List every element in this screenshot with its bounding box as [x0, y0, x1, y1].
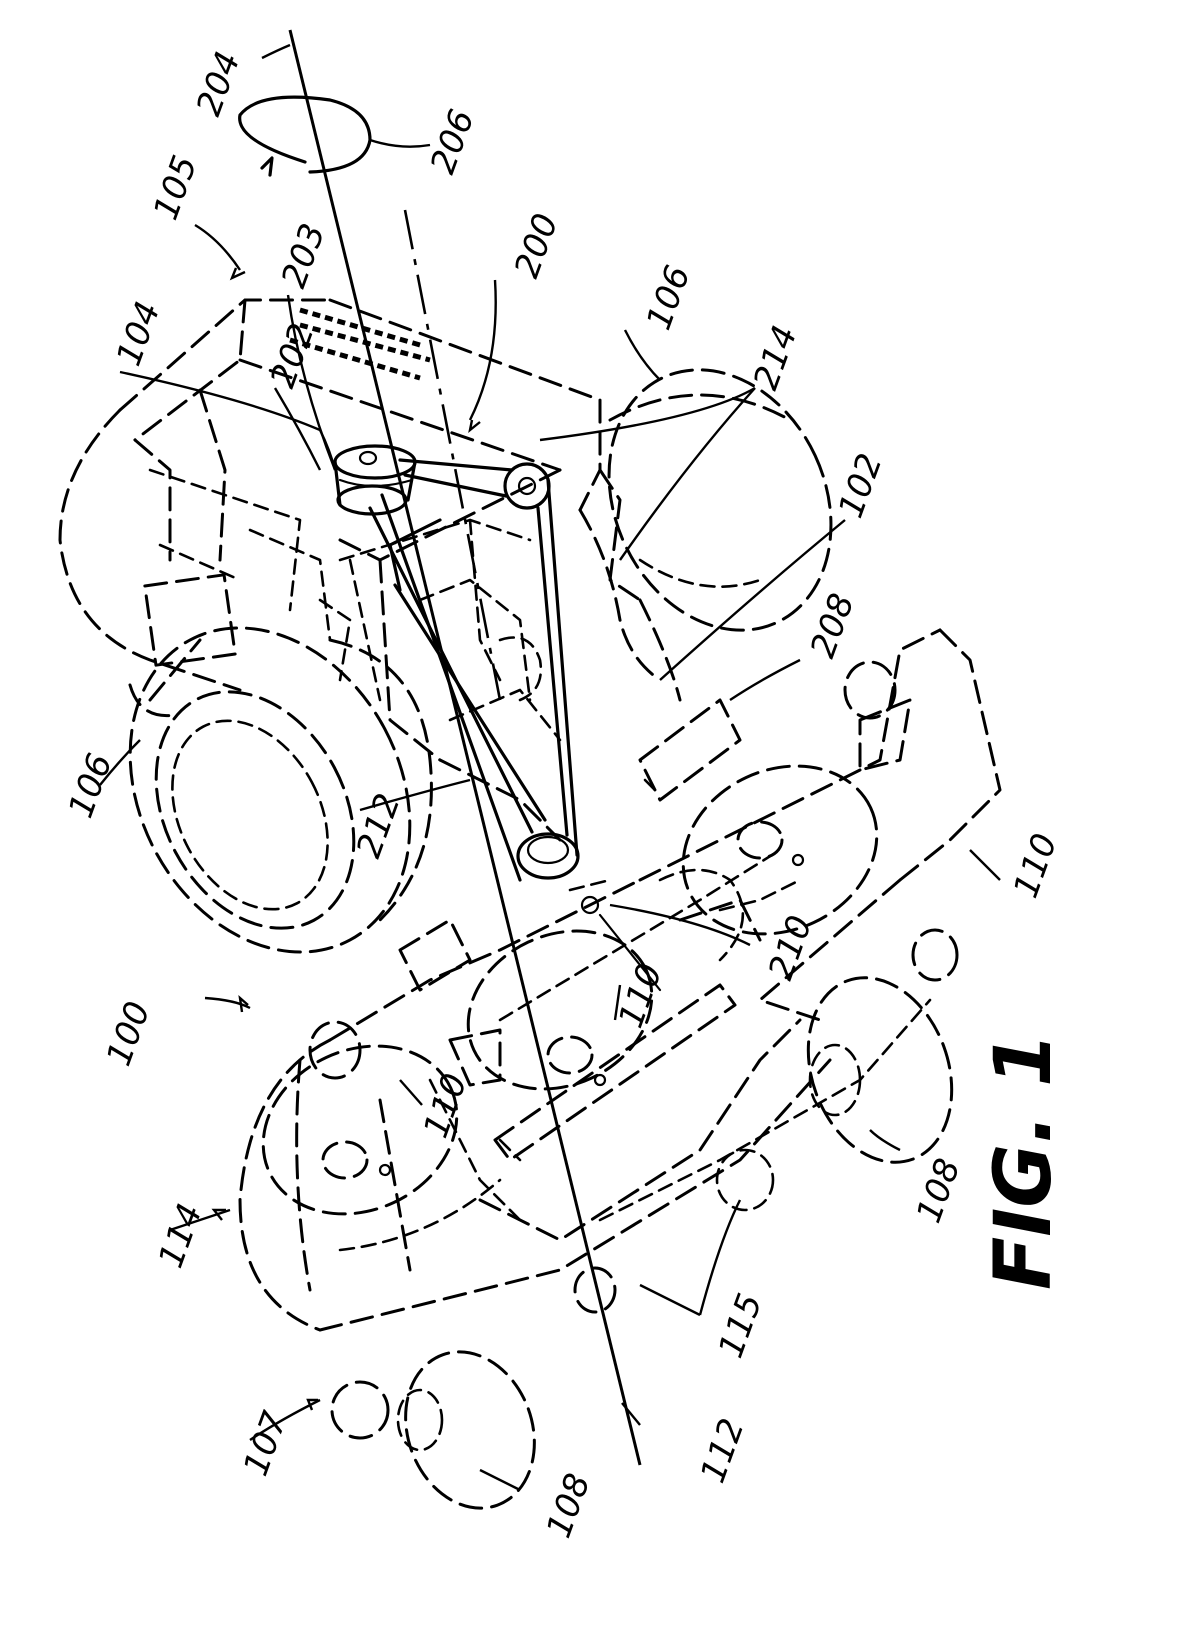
- label-110-left: 110: [416, 1068, 476, 1143]
- label-102: 102: [831, 448, 891, 523]
- figure-caption: FIG. 1: [979, 1033, 1069, 1290]
- label-107: 107: [236, 1406, 296, 1481]
- rear-wheel-left: [128, 626, 433, 954]
- centerline-200: [403, 209, 502, 701]
- axes: [288, 29, 642, 1466]
- axis-204-112: [288, 29, 642, 1466]
- label-200: 200: [507, 208, 567, 283]
- deck-bar: [493, 983, 737, 1162]
- rotation-arrow: [238, 95, 372, 177]
- label-115: 115: [711, 1288, 771, 1363]
- label-108-right: 108: [909, 1153, 969, 1228]
- leader-lines: [99, 43, 1001, 1492]
- label-100: 100: [99, 996, 159, 1071]
- front-wheel-right: [806, 976, 954, 1164]
- rear-wheel-right: [607, 368, 833, 632]
- label-204: 204: [189, 46, 249, 121]
- label-106-left: 106: [61, 748, 121, 823]
- pivot-bracket: [398, 878, 662, 1087]
- label-112: 112: [693, 1413, 753, 1488]
- label-202: 202: [263, 318, 323, 393]
- label-114: 114: [151, 1198, 211, 1273]
- label-110-middle: 110: [611, 958, 671, 1033]
- label-210: 210: [761, 910, 821, 985]
- blade-spindles: [308, 660, 959, 1314]
- idler-arm: [638, 698, 742, 802]
- label-208: 208: [803, 588, 863, 663]
- label-104: 104: [109, 296, 169, 371]
- mower-deck: [238, 628, 1002, 1332]
- label-110-right: 110: [1006, 828, 1066, 903]
- label-206: 206: [423, 104, 483, 179]
- label-106-right: 106: [639, 260, 699, 335]
- engine-housing: [58, 298, 602, 718]
- label-108-left: 108: [539, 1468, 599, 1543]
- label-214: 214: [746, 320, 806, 395]
- label-212: 212: [349, 788, 409, 863]
- front-wheel-left: [330, 1148, 775, 1510]
- label-203: 203: [274, 218, 334, 293]
- label-105: 105: [146, 150, 206, 225]
